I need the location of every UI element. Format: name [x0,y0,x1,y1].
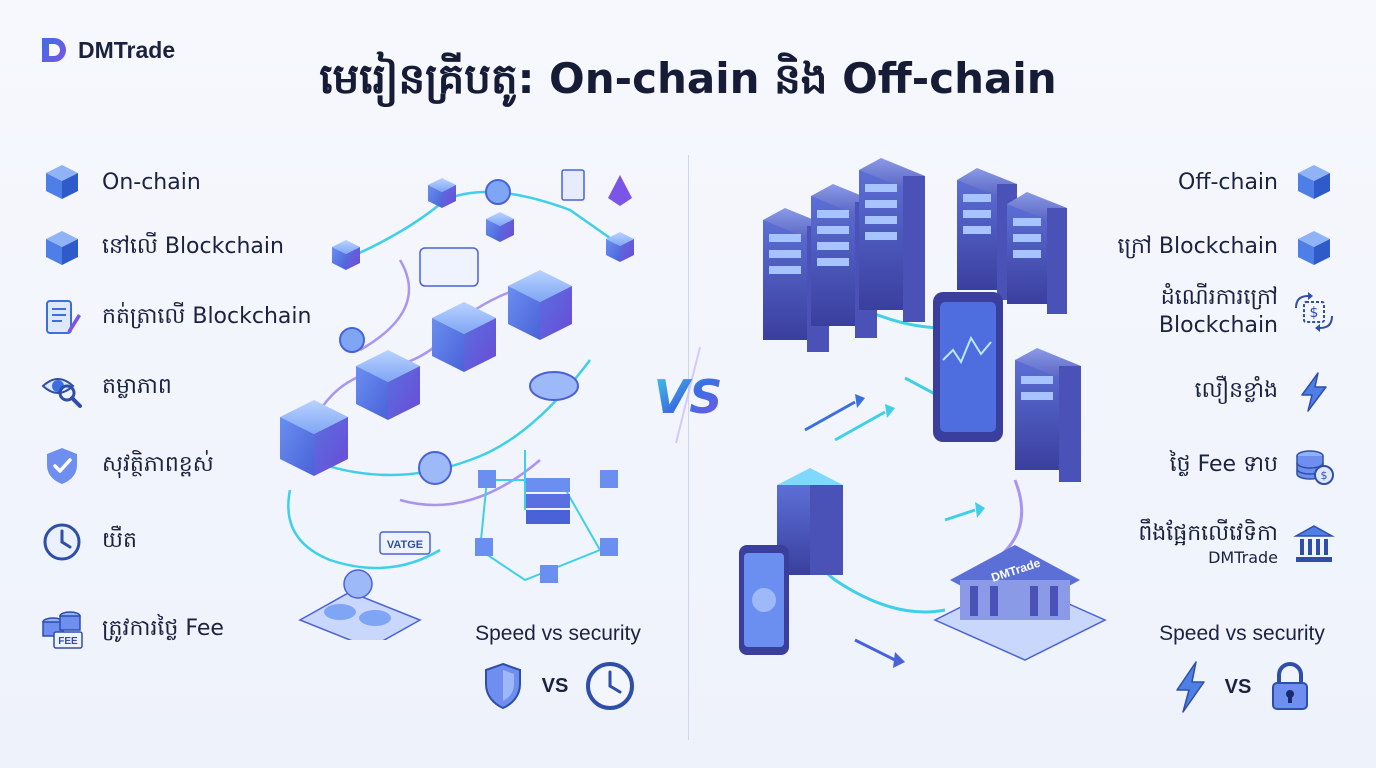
feature-label: ត្រូវការថ្លៃ Fee [102,616,224,641]
feature-label: ដំណើរការក្រៅ Blockchain [1159,284,1278,339]
eye-magnifier-icon [41,378,82,408]
svg-text:$: $ [1310,305,1319,321]
document-pen-icon [46,300,81,334]
off-chain-illustration: DMTrade [739,158,1107,668]
vatge-tag: VATGE [379,531,431,555]
fee-icon-text: FEE [58,636,78,647]
feature-label-line2: Blockchain [1158,312,1278,338]
coin-platform [298,569,422,640]
smartphone [739,545,789,655]
feature-label-line2: DMTrade [1208,547,1278,567]
shield-check-icon [47,448,77,484]
feature-label: On-chain [102,169,201,195]
shield-icon [484,662,521,710]
bank-icon [1293,524,1335,562]
feature-processed-off-blockchain: $ ដំណើរការក្រៅ Blockchain [1159,284,1336,339]
feature-label: កត់ត្រាលើ Blockchain [102,304,312,329]
block-cube [428,178,456,208]
brand-logo: DMTrade [38,34,175,66]
vs-badge: VS [654,346,723,444]
document-icon [561,169,585,201]
lightning-icon [1301,372,1327,412]
vatge-tag-text: VATGE [387,539,423,551]
coin-stack-icon: $ [1296,450,1334,485]
svg-text:$: $ [1321,469,1328,482]
feature-on-chain: On-chain [40,160,201,204]
off-chain-speed-security: Speed vs security VS [1152,622,1332,714]
ethereum-icon [608,175,632,206]
vs-label: VS [1224,675,1252,698]
feature-label-line1: ដំណើរការក្រៅ [1160,285,1278,310]
block-cube-large [508,270,572,340]
feature-high-security: សុវត្ថិភាពខ្ពស់ [40,444,214,488]
vs-badge-text: VS [654,370,723,424]
feature-off-blockchain: ក្រៅ Blockchain [1117,226,1336,270]
dmtrade-logo-icon [42,38,66,62]
feature-requires-fee: FEE ត្រូវការថ្លៃ Fee [40,608,224,652]
bitcoin-coin [339,179,579,485]
feature-label: លឿនខ្លាំង [1194,378,1278,403]
feature-label: យឺត [102,528,137,553]
block-cube-large [356,350,420,420]
server-rack [1015,348,1081,482]
block-cube [606,232,634,262]
block-cube [486,212,514,242]
clock-icon [586,662,635,710]
cube-icon [1298,231,1330,265]
exchange-dollar-icon: $ [1295,291,1333,332]
page-title: មេរៀនគ្រីបតូ: On-chain និង Off-chain [319,54,1057,103]
brand-name: DMTrade [78,36,176,63]
speed-title: Speed vs security [475,622,641,645]
cube-icon [46,165,78,199]
server-rack [1007,192,1067,314]
server-rack [859,158,925,322]
on-chain-illustration: VATGE [280,169,634,640]
block-cube-large [280,400,348,476]
smartphone [933,292,1003,442]
feature-slow: យឺត [40,520,137,564]
feature-off-chain: Off-chain [1178,160,1336,204]
feature-label: ថ្លៃ Fee ទាប [1169,452,1278,477]
feature-recorded: កត់ត្រាលើ Blockchain [40,296,311,340]
block-cube-large [432,302,496,372]
node-network [475,450,618,583]
clock-icon [43,523,81,561]
feature-label: ក្រៅ Blockchain [1117,234,1278,259]
center-divider [688,155,689,740]
feature-label-line1: ពឹងផ្អែកលើវេទិកា [1138,521,1278,546]
message-card [419,247,479,287]
lightning-icon [1175,661,1205,713]
feature-on-blockchain: នៅលើ Blockchain [40,226,284,270]
speed-title: Speed vs security [1159,622,1325,645]
cube-icon [46,231,78,265]
vs-label: VS [541,674,569,697]
feature-label: នៅលើ Blockchain [102,234,284,259]
block-cube [332,240,360,270]
cube-icon [1298,165,1330,199]
feature-label: Off-chain [1178,169,1278,195]
coins-fee-icon: FEE [42,611,83,649]
dmtrade-bank-building: DMTrade [933,545,1107,661]
feature-label: ពឹងផ្អែកលើវេទិកា DMTrade [1138,520,1278,568]
feature-label: តម្លាភាព [102,374,172,399]
feature-low-fee: $ ថ្លៃ Fee ទាប [1170,444,1336,488]
on-chain-speed-security: Speed vs security VS [472,622,644,712]
feature-label: សុវត្ថិភាពខ្ពស់ [102,452,214,477]
feature-transparency: តម្លាភាព [40,366,172,410]
feature-relies-on-platform: ពឹងផ្អែកលើវេទិកា DMTrade [1138,520,1336,568]
padlock-icon [1272,662,1309,710]
feature-very-fast: លឿនខ្លាំង [1195,370,1336,414]
